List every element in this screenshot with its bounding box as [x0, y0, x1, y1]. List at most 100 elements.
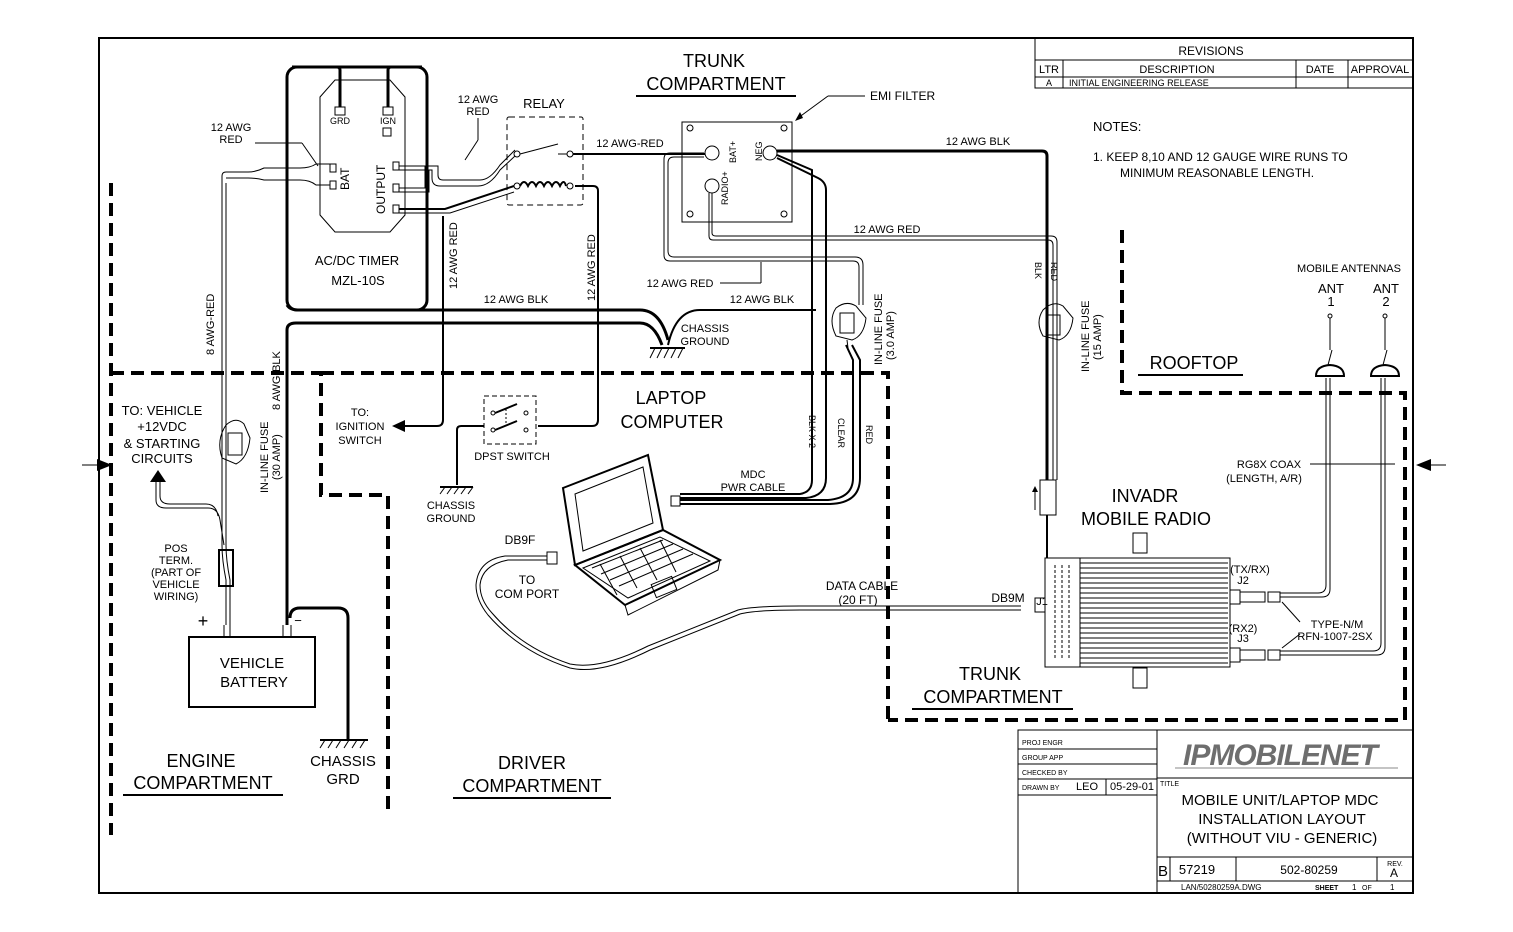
wire-ground-blk-c — [667, 309, 816, 346]
dpst-label: DPST SWITCH — [474, 451, 550, 463]
timer-ign-lead — [386, 65, 422, 107]
ant1-label-2: 1 — [1327, 294, 1334, 309]
engine-line-1: ENGINE — [166, 751, 235, 771]
pos-term-label-5: WIRING) — [154, 591, 199, 603]
acdc-timer: GRD IGN BAT OUTPUT AC/DC TIMER MZL-10S — [285, 65, 429, 312]
db9m-label: DB9M — [991, 591, 1024, 605]
proj-engr-label: PROJ ENGR — [1022, 740, 1063, 747]
notes-title: NOTES: — [1093, 119, 1141, 134]
j2-label: J2 — [1237, 575, 1249, 587]
emi-filter: BAT+ NEG RADIO+ EMI FILTER — [681, 89, 935, 223]
timer-output-label: OUTPUT — [374, 164, 388, 214]
chassis-ground-label-2: GROUND — [681, 336, 730, 348]
drawing-title-3: (WITHOUT VIU - GENERIC) — [1187, 830, 1378, 847]
title-label: TITLE — [1160, 781, 1179, 788]
trunk-top-line-1: TRUNK — [683, 51, 745, 71]
emi-filter-label: EMI FILTER — [870, 89, 935, 103]
drawing-title-1: MOBILE UNIT/LAPTOP MDC — [1182, 792, 1379, 809]
right-arrow-icon — [1416, 459, 1446, 471]
relay: RELAY — [506, 96, 584, 206]
chassis-ground-symbol — [649, 347, 685, 359]
label-rg8x-2: (LENGTH, A/R) — [1226, 473, 1302, 485]
wire-red-down-1 — [405, 216, 444, 427]
ignition-label-2: IGNITION — [336, 421, 385, 433]
battery-label-2: BATTERY — [220, 674, 288, 691]
engine-line-2: COMPARTMENT — [133, 773, 272, 793]
vehicle-circuits-label-2: +12VDC — [137, 419, 187, 434]
timer-name-line-2: MZL-10S — [331, 273, 385, 288]
trunk-top-title: TRUNK COMPARTMENT — [636, 51, 796, 97]
timer-ign-label: IGN — [380, 116, 396, 126]
wire-timer-bat-feed-2 — [226, 177, 330, 186]
notes: NOTES: 1. KEEP 8,10 AND 12 GAUGE WIRE RU… — [1093, 119, 1348, 180]
label-emi-blk: 12 AWG BLK — [946, 136, 1011, 148]
file-name: LAN/50280259A.DWG — [1181, 883, 1262, 892]
txrx-label: (TX/RX) — [1230, 564, 1270, 576]
group-app-label: GROUP APP — [1022, 755, 1063, 762]
fuse-30amp-label-1: IN-LINE FUSE — [259, 421, 271, 493]
label-12awg-red-a2: RED — [219, 134, 242, 146]
checked-by-label: CHECKED BY — [1022, 770, 1068, 777]
drawn-date: 05-29-01 — [1110, 781, 1154, 793]
label-8awg-red: 8 AWG-RED — [205, 294, 217, 355]
emi-bat-label: BAT+ — [728, 141, 738, 163]
timer-name-line-1: AC/DC TIMER — [315, 253, 399, 268]
arrow-to-vehicle-circuits — [150, 470, 166, 482]
label-relay-to-emi: 12 AWG-RED — [596, 138, 663, 150]
rev-row-ltr: A — [1046, 78, 1052, 88]
label-blk-b: 12 AWG BLK — [730, 294, 795, 306]
label-blk: BLK — [1033, 262, 1043, 279]
fuse-30amp-icon — [219, 419, 251, 465]
mobile-antennas-label: MOBILE ANTENNAS — [1297, 263, 1401, 275]
chassis-ground-b-label-1: CHASSIS — [427, 500, 475, 512]
chassis-ground-b-label-2: GROUND — [427, 513, 476, 525]
rev-col-date: DATE — [1306, 64, 1335, 76]
label-blk-a: 12 AWG BLK — [484, 294, 549, 306]
sheet-label: SHEET — [1315, 885, 1339, 892]
sheet-size: B — [1158, 863, 1168, 880]
engine-title: ENGINE COMPARTMENT — [123, 751, 283, 796]
label-mdc-2: PWR CABLE — [721, 482, 786, 494]
pos-term-label-4: VEHICLE — [152, 579, 199, 591]
wire-ground-blk-b — [285, 321, 664, 360]
pos-term-label-3: (PART OF — [151, 567, 201, 579]
wire-output-to-relay — [399, 149, 516, 187]
rooftop-trunk-boundary — [888, 230, 1407, 722]
wire-output-to-coil-2 — [399, 191, 515, 214]
label-red-down-1: 12 AWG RED — [448, 222, 460, 289]
invadr-radio-icon — [1034, 532, 1281, 689]
driver-title: DRIVER COMPARTMENT — [453, 753, 611, 799]
driver-line-2: COMPARTMENT — [462, 776, 601, 796]
document-number: 502-80259 — [1280, 863, 1338, 877]
chassis-ground-b-symbol — [439, 486, 474, 495]
wire-ground-blk-a — [285, 304, 670, 341]
com-port-label-2: COM PORT — [495, 587, 560, 601]
label-rg8x-1: RG8X COAX — [1237, 459, 1302, 471]
ant1-label-1: ANT — [1318, 281, 1344, 296]
laptop-icon — [561, 453, 723, 616]
trunk-top-line-2: COMPARTMENT — [646, 74, 785, 94]
rev-col-description: DESCRIPTION — [1139, 64, 1214, 76]
rx2-label: (RX2) — [1229, 623, 1258, 635]
left-arrow-icon — [82, 459, 112, 471]
notes-item-1: 1. KEEP 8,10 AND 12 GAUGE WIRE RUNS TO — [1093, 150, 1348, 164]
coax-ant1 — [1280, 378, 1331, 598]
chassis-grd-label-1: CHASSIS — [310, 753, 376, 770]
cage-code: 57219 — [1179, 862, 1215, 877]
battery-minus: − — [294, 613, 302, 628]
db9f-connector — [546, 551, 558, 565]
rev-row-description: INITIAL ENGINEERING RELEASE — [1069, 78, 1209, 88]
ant2-label-2: 2 — [1382, 294, 1389, 309]
j1-label: J1 — [1036, 596, 1048, 608]
chassis-ground-label-1: CHASSIS — [681, 323, 729, 335]
vehicle-circuits-label-1: TO: VEHICLE — [122, 403, 203, 418]
fuse-3amp-label-1: IN-LINE FUSE — [873, 293, 885, 365]
label-type-n-1: TYPE-N/M — [1311, 619, 1364, 631]
company-logo: IPMOBILENET — [1183, 739, 1381, 772]
ant2-label-1: ANT — [1373, 281, 1399, 296]
pos-term-label-1: POS — [164, 543, 187, 555]
chassis-grd-symbol — [319, 739, 368, 749]
coax-ant2 — [1280, 378, 1386, 656]
db9f-label: DB9F — [505, 533, 536, 547]
